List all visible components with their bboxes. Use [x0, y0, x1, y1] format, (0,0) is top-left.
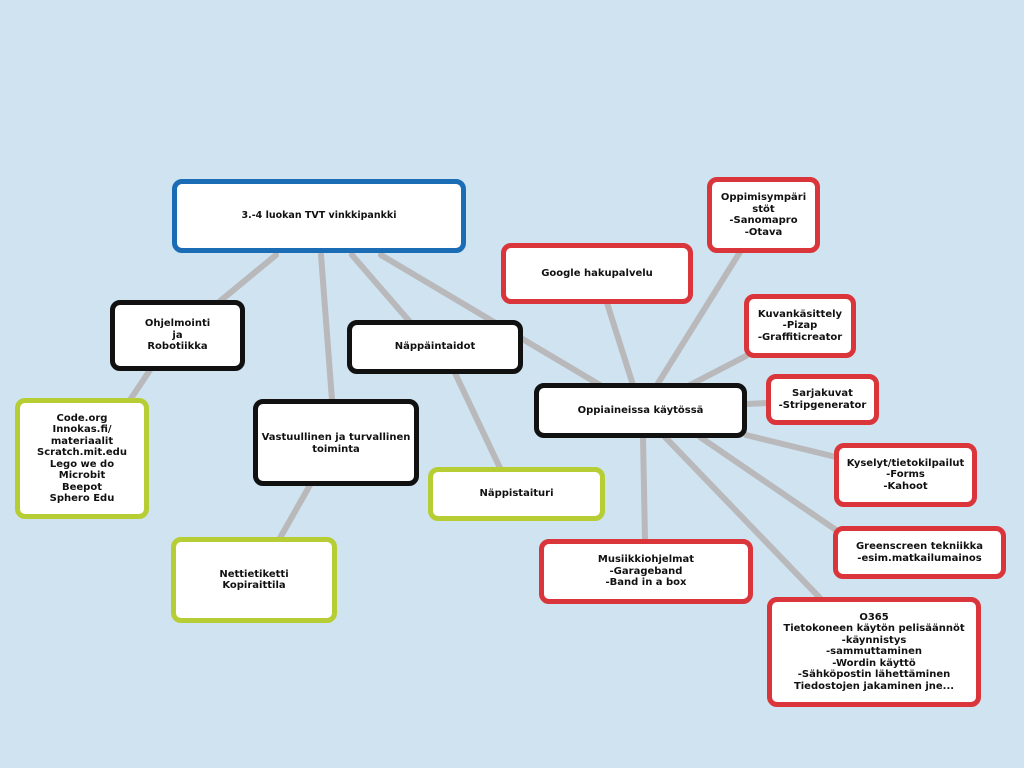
- o365-node[interactable]: O365 Tietokoneen käytön pelisäännöt -käy…: [767, 597, 981, 707]
- connector-oppiaineissa-o365: [662, 434, 823, 601]
- code-node[interactable]: Code.org Innokas.fi/ materiaalit Scratch…: [15, 398, 149, 519]
- nappaintaidot-node[interactable]: Näppäintaidot: [347, 320, 523, 374]
- connector-nappaintaidot-nappistaituri: [452, 370, 503, 471]
- connector-root-vastuullinen: [318, 252, 335, 403]
- connector-ohjelmointi-code: [127, 367, 153, 403]
- netti-node[interactable]: Nettietiketti Kopiraittila: [171, 537, 337, 623]
- connector-oppiaineissa-kuvankasittely: [687, 353, 749, 388]
- vastuullinen-node[interactable]: Vastuullinen ja turvallinen toiminta: [253, 399, 419, 486]
- oppiaineissa-node[interactable]: Oppiaineissa käytössä: [534, 383, 747, 438]
- oppimisymparistot-node[interactable]: Oppimisympäri stöt -Sanomapro -Otava: [707, 177, 820, 253]
- connector-oppiaineissa-kyselyt: [743, 432, 839, 460]
- connector-oppiaineissa-musiikki: [640, 434, 648, 543]
- connector-vastuullinen-netti: [277, 482, 313, 541]
- google-node[interactable]: Google hakupalvelu: [501, 243, 693, 304]
- musiikki-node[interactable]: Musiikkiohjelmat -Garageband -Band in a …: [539, 539, 753, 604]
- connector-root-nappaintaidot: [349, 252, 413, 325]
- ohjelmointi-node[interactable]: Ohjelmointi ja Robotiikka: [110, 300, 245, 371]
- connector-oppiaineissa-google: [604, 300, 636, 388]
- kyselyt-node[interactable]: Kyselyt/tietokilpailut -Forms -Kahoot: [834, 443, 977, 507]
- connector-root-ohjelmointi: [216, 252, 279, 305]
- kuvankasittely-node[interactable]: Kuvankäsittely -Pizap -Graffiticreator: [744, 294, 856, 358]
- root-node[interactable]: 3.-4 luokan TVT vinkkipankki: [172, 179, 466, 253]
- nappistaituri-node[interactable]: Näppistaituri: [428, 467, 605, 521]
- sarjakuvat-node[interactable]: Sarjakuvat -Stripgenerator: [766, 374, 879, 425]
- connector-oppiaineissa-oppimisymparistot: [654, 249, 743, 388]
- greenscreen-node[interactable]: Greenscreen tekniikka -esim.matkailumain…: [833, 526, 1006, 579]
- connector-oppiaineissa-sarjakuvat: [743, 400, 771, 407]
- connector-oppiaineissa-greenscreen: [697, 434, 839, 533]
